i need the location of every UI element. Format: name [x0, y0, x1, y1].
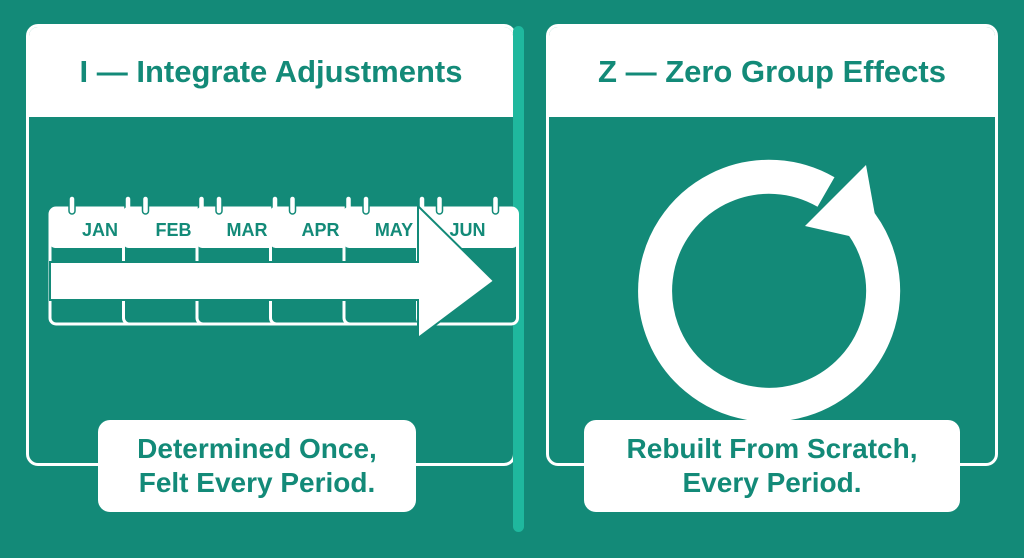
left-panel-title: I — Integrate Adjustments	[79, 54, 463, 89]
right-panel-header: Z — Zero Group Effects	[549, 27, 995, 117]
refresh-cycle-icon	[638, 159, 901, 422]
month-label: FEB	[156, 220, 192, 240]
timeline-arrow	[49, 203, 496, 340]
right-panel-title: Z — Zero Group Effects	[598, 54, 946, 89]
month-label: MAR	[227, 220, 268, 240]
left-panel: I — Integrate Adjustments	[26, 24, 516, 466]
left-caption-line-2: Felt Every Period.	[138, 467, 376, 498]
calendar-arrow-icon: JAN FEB MAR APR MAY JUN	[48, 195, 519, 340]
right-caption-line-1: Rebuilt From Scratch,	[626, 433, 918, 465]
month-label: APR	[301, 220, 339, 240]
left-caption: Determined Once, Felt Every Period.	[98, 420, 416, 512]
right-panel: Z — Zero Group Effects	[546, 24, 998, 466]
month-label: JAN	[82, 220, 118, 240]
right-caption: Rebuilt From Scratch, Every Period.	[584, 420, 960, 512]
left-panel-header: I — Integrate Adjustments	[29, 27, 513, 117]
month-label: MAY	[375, 220, 413, 240]
left-caption-line-1: Determined Once,	[137, 433, 377, 465]
month-label: JUN	[449, 220, 485, 240]
right-caption-line-2: Every Period.	[682, 467, 862, 498]
